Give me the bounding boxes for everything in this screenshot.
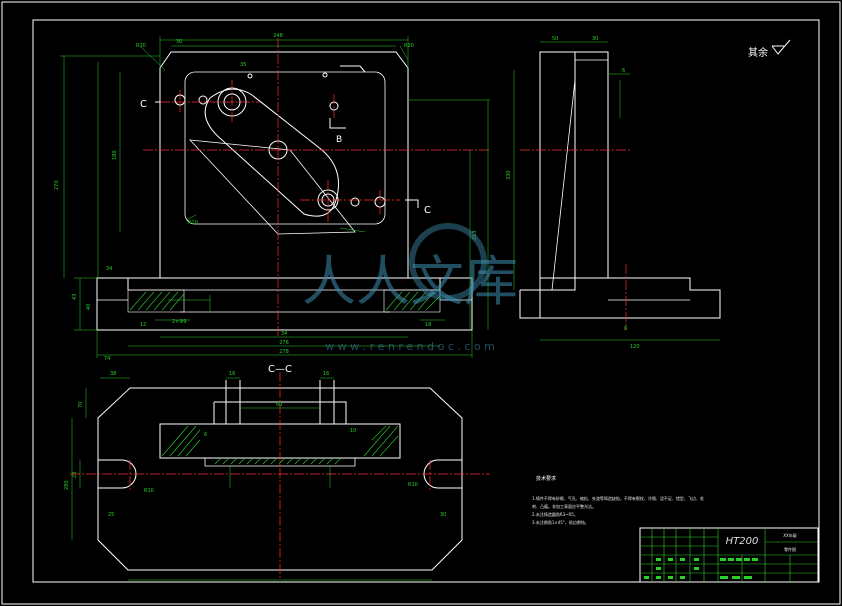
dim-front-270: 270 bbox=[54, 180, 60, 190]
dim-front-30: 30 bbox=[176, 39, 182, 45]
dim-side-120: 120 bbox=[630, 344, 640, 350]
section-cc-hatch bbox=[161, 425, 399, 465]
section-mark-c-right: C bbox=[424, 205, 431, 216]
dim-front-278: 278 bbox=[279, 349, 289, 355]
side-view: 50 30 6 8 330 120 bbox=[506, 36, 721, 350]
side-base-outline bbox=[519, 277, 721, 319]
dim-plan-280: 280 bbox=[64, 480, 70, 490]
dim-plan-70: 70 bbox=[78, 402, 84, 408]
side-rib-edge bbox=[551, 79, 576, 291]
dim-side-8: 8 bbox=[624, 326, 627, 332]
dim-front-holes: 2×Φ9 bbox=[172, 319, 187, 325]
dim-plan-38: 38 bbox=[110, 371, 116, 377]
dim-plan-r10-right: R10 bbox=[408, 482, 418, 488]
section-label-cc: C—C bbox=[268, 364, 292, 375]
dim-front-210: 276 bbox=[279, 340, 289, 346]
svg-text:其余: 其余 bbox=[748, 46, 768, 59]
tech-req-line-4: 3.未注倒角1×45°，锐边倒钝。 bbox=[532, 519, 589, 525]
front-centerlines bbox=[143, 38, 490, 336]
dim-plan-r10-left: R10 bbox=[144, 488, 154, 494]
plan-view: C—C 38 16 16 60 70 23 280 R10 R10 6 10 2… bbox=[64, 364, 490, 581]
section-mark-c-left: C bbox=[140, 99, 147, 110]
section-cc-body bbox=[159, 380, 401, 459]
dim-plan-6: 6 bbox=[204, 432, 207, 438]
tech-req-line-3: 2.未注铸造圆角R3~R5。 bbox=[532, 511, 578, 517]
plan-dimension-lines bbox=[71, 377, 432, 581]
plan-centerlines bbox=[70, 372, 490, 580]
dim-front-12: 12 bbox=[140, 322, 146, 328]
tech-req-line-1: 1.铸件不得有砂眼、气孔、缩松、夹渣等铸造缺陷，不得有裂纹、冷隔、浇不足、错型、… bbox=[532, 495, 704, 501]
dim-plan-16a: 16 bbox=[229, 371, 235, 377]
tech-req-title: 技术要求 bbox=[536, 475, 556, 482]
dim-front-18: 18 bbox=[425, 322, 431, 328]
plan-outline bbox=[97, 387, 463, 571]
dim-front-43: 43 bbox=[72, 294, 78, 300]
roughness-note: 其余 bbox=[748, 39, 791, 59]
dim-front-35: 35 bbox=[240, 62, 246, 68]
watermark-url: w w w . r e n r e n d o c . c o m bbox=[325, 340, 495, 353]
dim-side-6: 6 bbox=[622, 68, 625, 74]
side-centerlines bbox=[520, 149, 630, 330]
front-dimension-lines bbox=[60, 36, 490, 358]
watermark-ring bbox=[409, 223, 487, 301]
dim-plan-60: 60 bbox=[276, 402, 282, 408]
dim-plan-23: 23 bbox=[72, 472, 78, 478]
dim-front-213: 213 bbox=[472, 230, 478, 240]
dim-front-180: 180 bbox=[112, 150, 118, 160]
title-block-sub: 零件图 bbox=[784, 546, 796, 552]
front-plate-pocket bbox=[184, 71, 386, 225]
dim-side-330: 330 bbox=[506, 170, 512, 180]
front-plate-outline bbox=[159, 51, 409, 279]
dim-plan-16b: 16 bbox=[323, 371, 329, 377]
title-block-label: XX年级 bbox=[783, 532, 796, 538]
technical-requirements: 技术要求 1.铸件不得有砂眼、气孔、缩松、夹渣等铸造缺陷，不得有裂纹、冷隔、浇不… bbox=[532, 475, 704, 525]
dim-plan-10: 10 bbox=[350, 428, 356, 434]
dim-front-r10: R10 bbox=[188, 220, 198, 226]
dim-front-34: 34 bbox=[106, 266, 112, 272]
front-base-hatch bbox=[127, 289, 441, 313]
tech-req-line-2: 刺、凸瘤。非加工表面应平整光洁。 bbox=[532, 503, 596, 509]
watermark: 人人文库 w w w . r e n r e n d o c . c o m bbox=[302, 223, 518, 353]
dim-front-40: 40 bbox=[86, 304, 92, 310]
dim-plan-30: 30 bbox=[440, 512, 446, 518]
dim-front-74: 74 bbox=[104, 356, 110, 362]
material-label: HT200 bbox=[726, 536, 759, 547]
dim-front-r20-right: R20 bbox=[404, 43, 414, 49]
dim-front-248: 248 bbox=[273, 33, 283, 39]
front-view: 248 30 R20 R20 35 270 180 213 278 276 34… bbox=[54, 33, 490, 362]
dim-side-30: 30 bbox=[592, 36, 598, 42]
dim-front-276: 34 bbox=[281, 331, 287, 337]
watermark-text: 人人文库 bbox=[302, 250, 518, 313]
dim-front-r20-left: R20 bbox=[136, 43, 146, 49]
title-block: HT200 XX年级 零件图 bbox=[639, 527, 819, 583]
dim-side-50: 50 bbox=[552, 36, 558, 42]
dim-plan-25: 25 bbox=[108, 512, 114, 518]
side-dimension-lines bbox=[513, 41, 720, 341]
view-mark-b: B bbox=[336, 135, 342, 145]
